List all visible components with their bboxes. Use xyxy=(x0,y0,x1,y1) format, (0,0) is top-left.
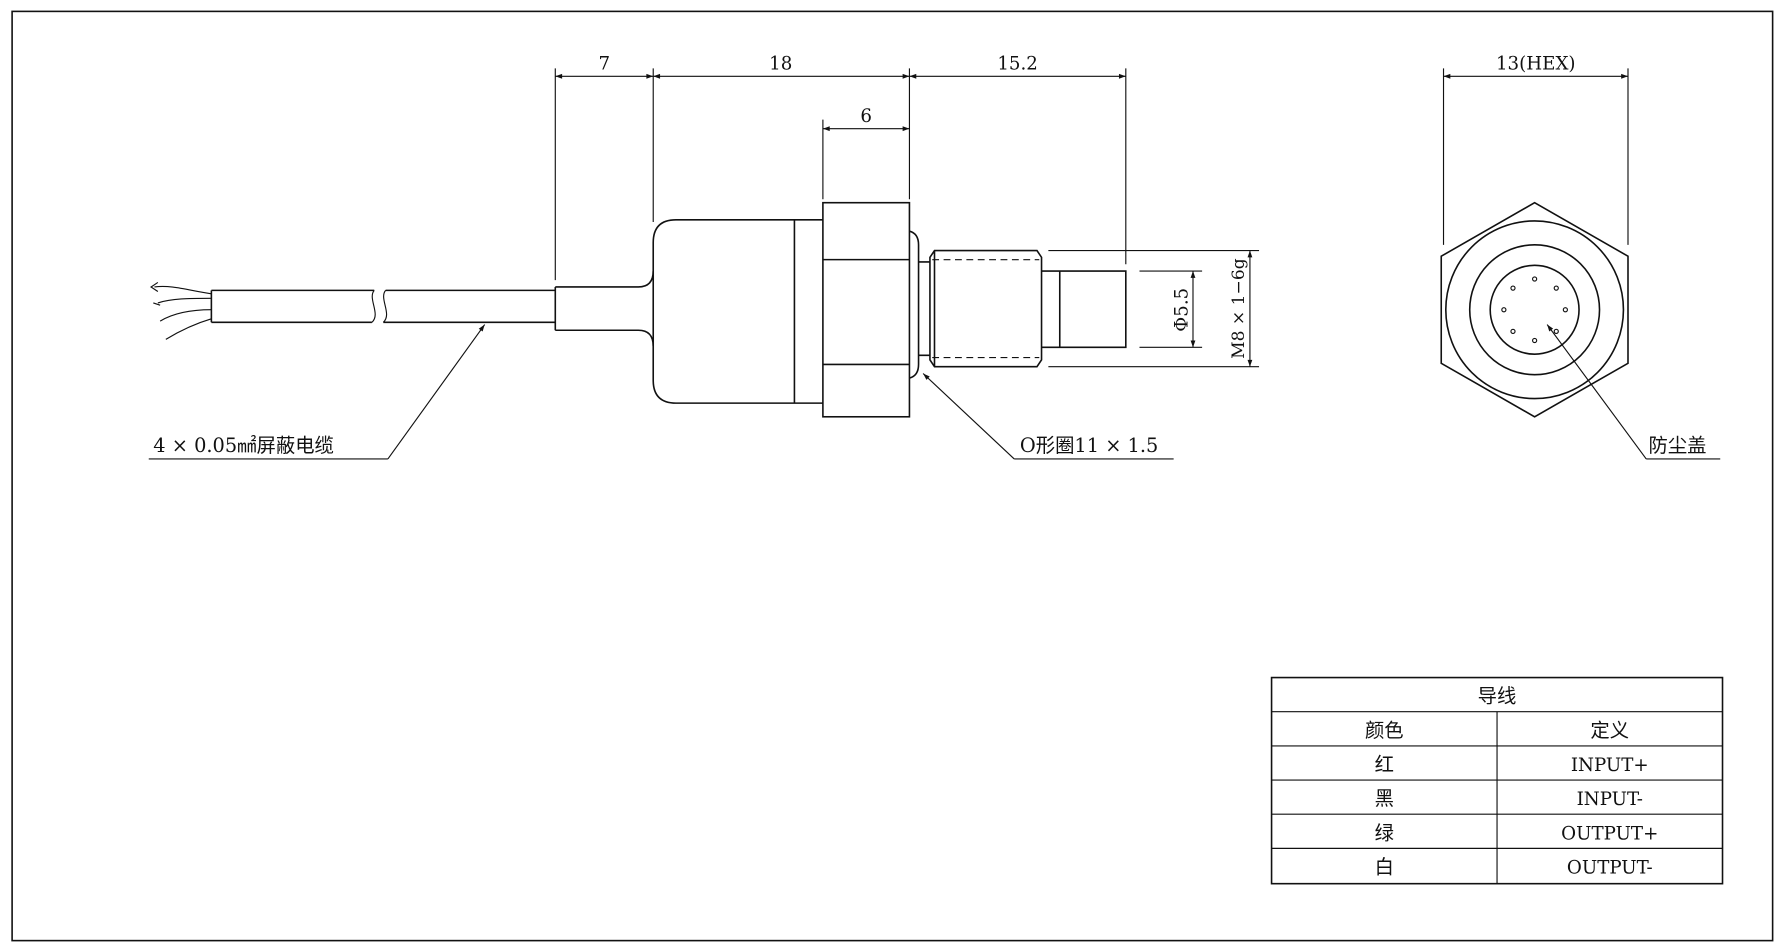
table-cell: 绿 xyxy=(1375,821,1394,844)
dim-phi: Φ5.5 xyxy=(1171,288,1192,332)
table-cell: 白 xyxy=(1375,855,1394,878)
thread xyxy=(929,249,1043,368)
header-color: 颜色 xyxy=(1365,719,1404,742)
table-cell: 黑 xyxy=(1375,787,1394,810)
drawing-border xyxy=(11,10,1774,942)
table-cell: OUTPUT+ xyxy=(1561,823,1658,844)
cable xyxy=(210,289,556,324)
leaders xyxy=(148,324,1721,460)
cable-wires xyxy=(150,281,212,340)
pin-dots xyxy=(1501,276,1568,344)
dustcap-label: 防尘盖 xyxy=(1648,434,1706,457)
tip xyxy=(1041,270,1127,349)
sensor-end-view xyxy=(1440,201,1629,418)
body xyxy=(652,218,823,404)
cable-sleeve xyxy=(554,271,655,347)
o-ring xyxy=(909,230,920,379)
table-title: 导线 xyxy=(1478,685,1517,708)
table-cell: INPUT- xyxy=(1577,789,1643,810)
dim-hex: 13(HEX) xyxy=(1496,53,1576,74)
dim-15-2: 15.2 xyxy=(997,53,1038,74)
hex-nut xyxy=(822,201,911,418)
dim-7: 7 xyxy=(598,53,610,74)
dim-thread: M8 × 1−6g xyxy=(1229,258,1249,359)
oring-label: O形圈11 × 1.5 xyxy=(1020,434,1158,457)
dim-18: 18 xyxy=(769,53,792,74)
cable-label: 4 × 0.05㎟屏蔽电缆 xyxy=(153,434,334,457)
wire-table: 导线 颜色 定义 红 INPUT+ 黑 INPUT- 绿 OUTPUT+ 白 O… xyxy=(1270,676,1724,885)
dimensions xyxy=(554,68,1629,368)
sensor-side-view xyxy=(150,201,1127,418)
header-definition: 定义 xyxy=(1590,719,1629,742)
table-cell: OUTPUT- xyxy=(1567,857,1653,878)
table-cell: INPUT+ xyxy=(1571,755,1649,776)
table-cell: 红 xyxy=(1375,753,1394,776)
dim-6: 6 xyxy=(860,106,872,127)
